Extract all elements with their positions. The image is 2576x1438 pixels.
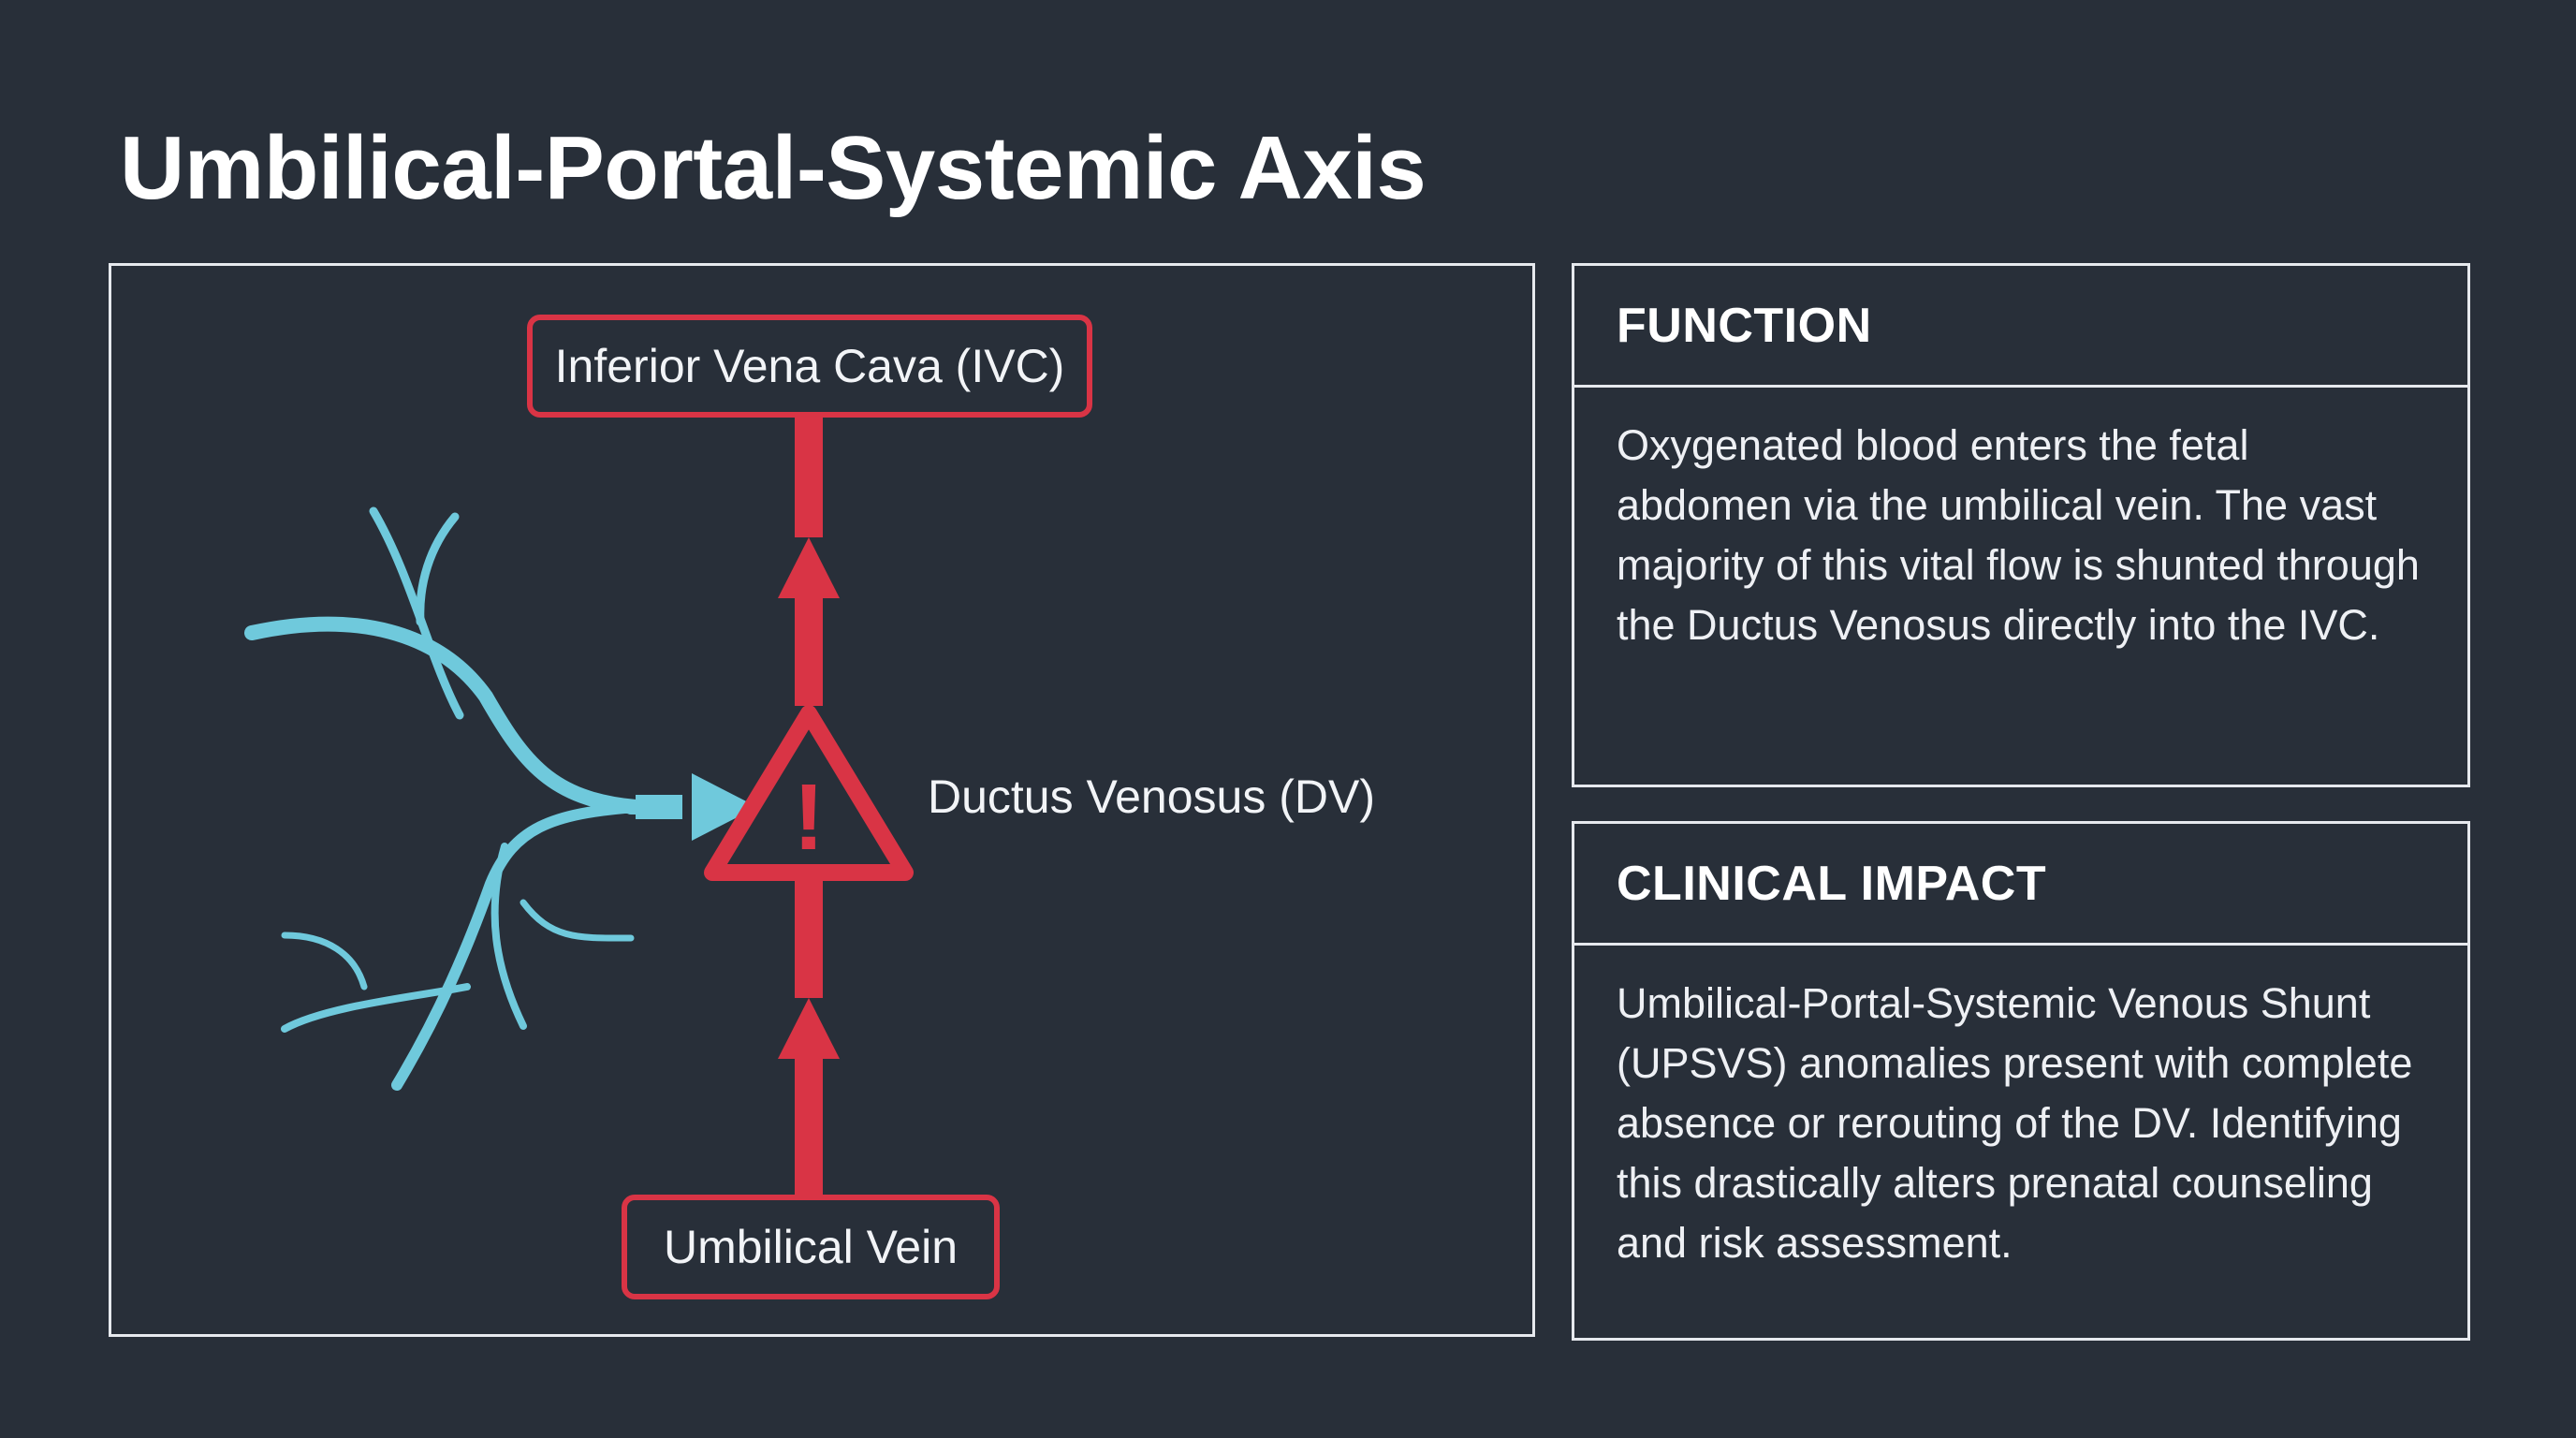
ductus-venosus-label: Ductus Venosus (DV) xyxy=(928,770,1375,823)
warning-exclamation: ! xyxy=(793,765,824,870)
portal-lower-twig-a xyxy=(490,843,527,1030)
portal-vein-branches-icon xyxy=(244,506,641,1091)
portal-lower-twig-b xyxy=(520,899,635,942)
portal-lower-twig-d xyxy=(281,932,368,990)
arrow-up-icon xyxy=(778,537,840,598)
diagram-panel: ! Inferior Vena Cava (IVC) Ductus Venosu… xyxy=(109,263,1535,1337)
portal-lower-branch xyxy=(391,801,641,1091)
flow-diagram: ! xyxy=(244,416,914,1195)
node-inferior-vena-cava: Inferior Vena Cava (IVC) xyxy=(527,315,1092,418)
portal-lower-twig-c xyxy=(281,983,471,1033)
portal-upper-fork xyxy=(416,512,460,626)
function-card-body: Oxygenated blood enters the fetal abdome… xyxy=(1617,421,2420,649)
warning-triangle-outline xyxy=(704,705,914,881)
portal-main-branch xyxy=(244,616,638,814)
clinical-impact-card: CLINICAL IMPACT Umbilical-Portal-Systemi… xyxy=(1572,821,2470,1341)
clinical-impact-card-heading: CLINICAL IMPACT xyxy=(1574,824,2467,946)
node-umbilical-vein: Umbilical Vein xyxy=(622,1195,1000,1299)
arrow-right-icon xyxy=(692,773,757,841)
warning-triangle-icon: ! xyxy=(704,705,914,881)
function-card-heading: FUNCTION xyxy=(1574,266,2467,388)
clinical-impact-card-body: Umbilical-Portal-Systemic Venous Shunt (… xyxy=(1617,979,2413,1267)
page-title: Umbilical-Portal-Systemic Axis xyxy=(120,118,1427,218)
arrow-up-icon xyxy=(778,998,840,1059)
function-card: FUNCTION Oxygenated blood enters the fet… xyxy=(1572,263,2470,787)
